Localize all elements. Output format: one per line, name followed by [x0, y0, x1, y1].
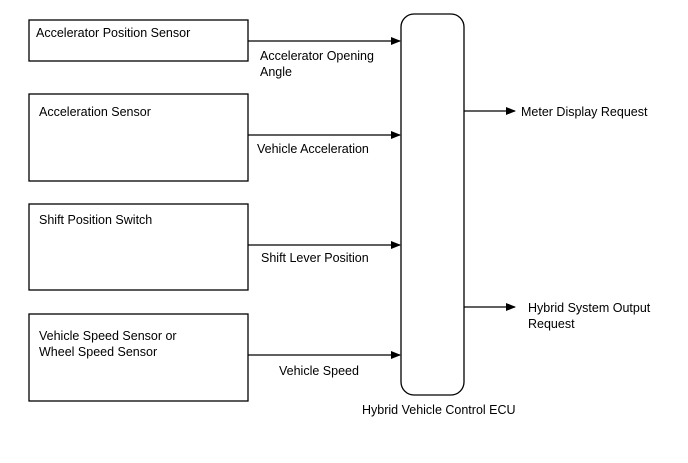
ecu-box	[400, 13, 465, 396]
signal-label-vehicle-acceleration: Vehicle Acceleration	[257, 142, 369, 156]
input-box-acceleration-sensor	[28, 93, 249, 182]
signal-label-accelerator-opening-angle-line2: Angle	[260, 65, 292, 79]
input-label-vehicle-speed-sensor-line1: Vehicle Speed Sensor or	[39, 329, 177, 343]
input-label-acceleration-sensor: Acceleration Sensor	[39, 105, 151, 119]
ecu-label: Hybrid Vehicle Control ECU	[362, 403, 516, 417]
input-label-shift-position-switch: Shift Position Switch	[39, 213, 153, 227]
input-box-accelerator-position-sensor	[28, 19, 249, 62]
input-label-vehicle-speed-sensor-line2: Wheel Speed Sensor	[39, 345, 158, 359]
input-label-accelerator-position-sensor: Accelerator Position Sensor	[36, 26, 191, 40]
output-label-meter-display-request: Meter Display Request	[521, 105, 648, 119]
signal-label-shift-lever-position: Shift Lever Position	[261, 251, 369, 265]
input-box-vehicle-speed-sensor	[28, 313, 249, 402]
output-label-hybrid-system-output-line1: Hybrid System Output	[528, 301, 651, 315]
signal-label-accelerator-opening-angle-line1: Accelerator Opening	[260, 49, 374, 63]
signal-label-vehicle-speed: Vehicle Speed	[279, 364, 359, 378]
output-label-hybrid-system-output-line2: Request	[528, 317, 575, 331]
input-box-shift-position-switch	[28, 203, 249, 291]
